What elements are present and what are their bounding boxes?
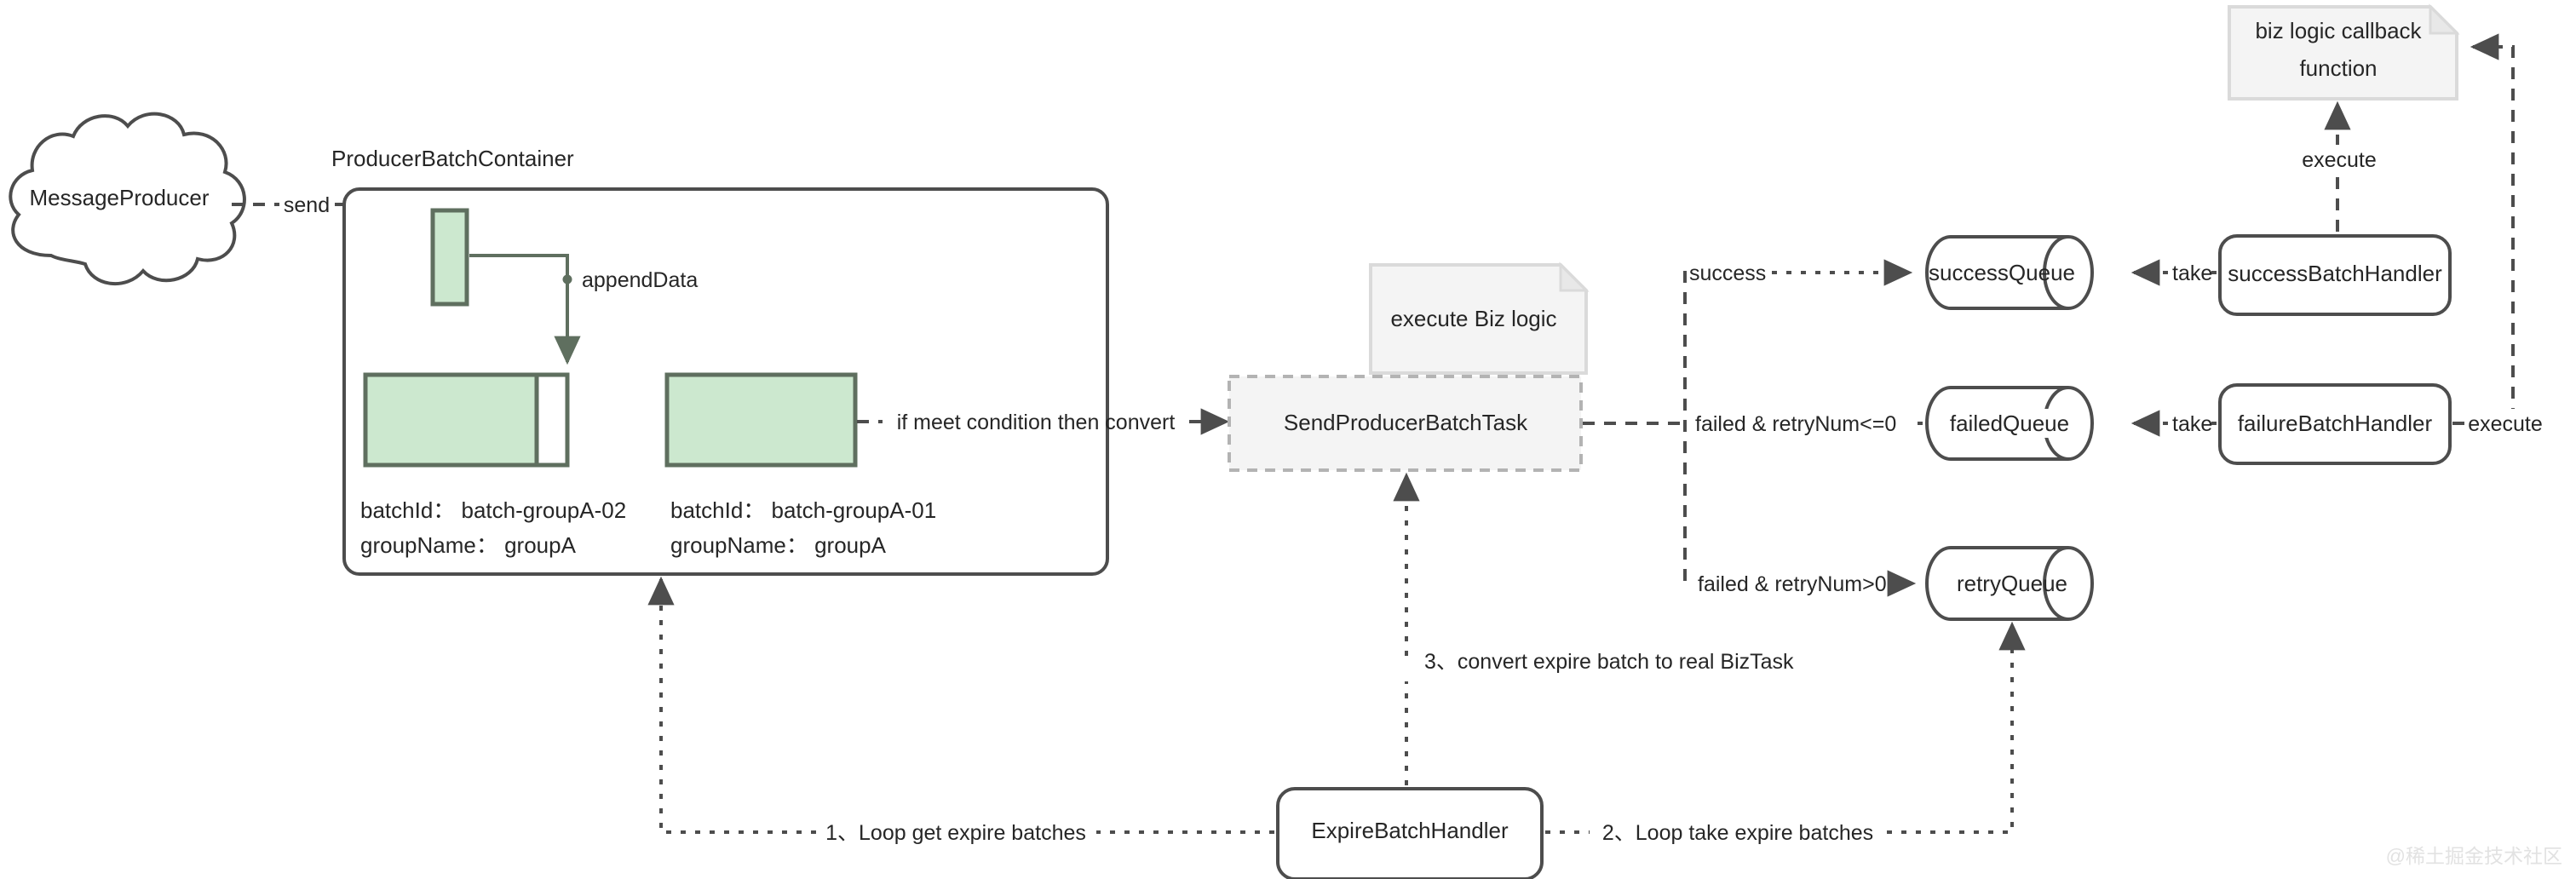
- retry-queue-label: retryQueue: [1957, 571, 2067, 596]
- message-producer-node[interactable]: MessageProducer: [9, 112, 246, 286]
- expire-batch-handler-box: [1276, 787, 1544, 879]
- message-producer-label: MessageProducer: [30, 185, 210, 210]
- edge-step3: 3、convert expire batch to real BizTask: [1393, 472, 1794, 785]
- cloud-shape: [9, 112, 246, 286]
- edge-append-data: appendData: [469, 254, 698, 365]
- batch-box-1[interactable]: [363, 372, 570, 468]
- batch-2-groupname: groupName： groupA: [670, 532, 887, 558]
- edge-if-meet-condition: if meet condition then convert: [857, 408, 1230, 435]
- success-queue-label: successQueue: [1929, 260, 2075, 285]
- execute-top-label-bg: [2300, 145, 2378, 172]
- batch-box-2[interactable]: [664, 372, 858, 468]
- success-queue-node[interactable]: successQueue: [1925, 235, 2094, 310]
- edge-label-success: success: [1689, 261, 1766, 285]
- retry-queue-cap: [2043, 546, 2069, 621]
- batch-2-metadata: batchId： batch-groupA-01 groupName： grou…: [670, 497, 936, 558]
- execute-biz-note-label: execute Biz logic: [1390, 306, 1556, 331]
- edge-label-take-failure: take: [2172, 412, 2212, 436]
- edge-label-send: send: [284, 193, 330, 217]
- failure-batch-handler-box: [2218, 383, 2452, 465]
- execute-biz-note-shape: [1369, 263, 1588, 375]
- expire-batch-handler-label: ExpireBatchHandler: [1311, 818, 1509, 843]
- edge-failed-retry-gt-zero: failed & retryNum>0: [1698, 570, 1917, 597]
- edge-label-if-meet-condition: if meet condition then convert: [897, 411, 1176, 434]
- container-title: ProducerBatchContainer: [331, 146, 574, 171]
- success-queue-cap: [2043, 235, 2069, 310]
- edge-success: success: [1689, 259, 1913, 286]
- step1-path-left: [647, 576, 816, 834]
- edge-label-failed-gt-zero: failed & retryNum>0: [1698, 572, 1887, 596]
- edge-take-failure: take: [2130, 410, 2217, 437]
- expire-batch-handler-node[interactable]: ExpireBatchHandler: [1276, 787, 1544, 879]
- append-data-dot: [562, 274, 572, 284]
- edge-label-step2: 2、Loop take expire batches: [1602, 821, 1873, 845]
- step2-path-up: [1887, 621, 2026, 834]
- send-producer-batch-task-box: [1228, 375, 1583, 472]
- biz-callback-note-shape: [2228, 5, 2458, 101]
- execute-biz-logic-note[interactable]: execute Biz logic: [1369, 261, 1590, 375]
- append-data-path: [469, 254, 581, 365]
- batch-2-batchid: batchId： batch-groupA-01: [670, 497, 936, 523]
- edge-label-execute-top: execute: [2302, 148, 2377, 172]
- failed-queue-node[interactable]: failedQueue: [1925, 386, 2094, 461]
- edge-failed-retry-le-zero: failed & retryNum<=0: [1695, 412, 1925, 436]
- batch-1-metadata: batchId： batch-groupA-02 groupName： grou…: [360, 497, 626, 558]
- edge-label-execute-right: execute: [2468, 412, 2543, 436]
- execute-biz-note-fold: [1559, 261, 1590, 292]
- edge-execute-top: execute: [2300, 101, 2378, 232]
- success-batch-handler-box: [2218, 234, 2452, 316]
- execute-right-label-bg: [2464, 409, 2546, 438]
- batch-1-groupname: groupName： groupA: [360, 532, 577, 558]
- failed-queue-label-bg: [1958, 409, 2061, 438]
- biz-callback-label-line2: function: [2299, 55, 2377, 81]
- edge-take-success: take: [2130, 259, 2217, 286]
- edge-label-append-data: appendData: [582, 268, 698, 292]
- retry-queue-node[interactable]: retryQueue: [1925, 546, 2094, 621]
- failed-queue-label: failedQueue: [1950, 411, 2069, 436]
- biz-logic-callback-note[interactable]: biz logic callback function: [2228, 3, 2460, 101]
- failure-batch-handler-node[interactable]: failureBatchHandler: [2218, 383, 2452, 465]
- send-producer-batch-task-label: SendProducerBatchTask: [1284, 410, 1528, 435]
- edge-label-step1: 1、Loop get expire batches: [825, 821, 1086, 845]
- edge-label-failed-le-zero: failed & retryNum<=0: [1695, 412, 1896, 436]
- biz-callback-label-line1: biz logic callback: [2255, 18, 2422, 43]
- success-batch-handler-node[interactable]: successBatchHandler: [2218, 234, 2452, 316]
- incoming-message-cell: [430, 208, 469, 307]
- edge-label-take-success: take: [2172, 261, 2212, 285]
- batch-1-filled: [363, 372, 539, 468]
- send-producer-batch-task-node[interactable]: SendProducerBatchTask: [1228, 375, 1583, 472]
- edge-label-step3: 3、convert expire batch to real BizTask: [1424, 650, 1794, 674]
- incoming-cell-rect: [430, 208, 469, 307]
- batch-1-batchid: batchId： batch-groupA-02: [360, 497, 626, 523]
- edge-step1: 1、Loop get expire batches: [647, 576, 1274, 845]
- failure-batch-handler-label: failureBatchHandler: [2238, 411, 2433, 436]
- success-batch-handler-label: successBatchHandler: [2228, 261, 2442, 286]
- watermark-label: @稀土掘金技术社区: [2386, 845, 2562, 867]
- edge-task-to-spine: [1583, 271, 1687, 583]
- edge-execute-right: execute: [2452, 33, 2546, 438]
- batch-2-filled: [664, 372, 858, 468]
- execute-right-line: [2452, 33, 2515, 425]
- biz-callback-note-fold: [2429, 3, 2460, 35]
- edge-step2: 2、Loop take expire batches: [1545, 621, 2026, 845]
- batch-1-empty-slot: [534, 372, 570, 468]
